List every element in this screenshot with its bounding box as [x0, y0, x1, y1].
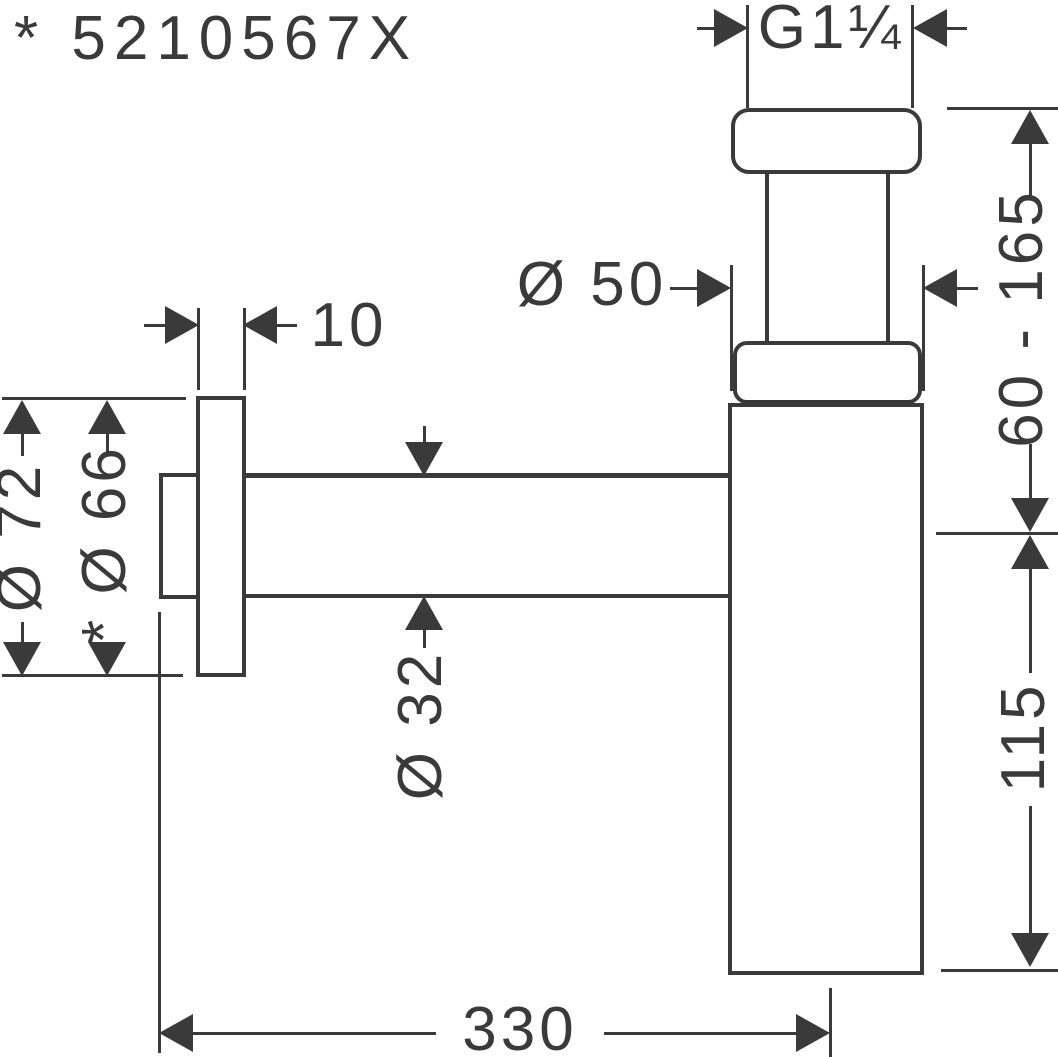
dim-flange-depth-arrow-left — [165, 306, 199, 344]
dim-thread-tail-right — [947, 26, 967, 30]
dim-projection-ext-right — [828, 988, 832, 1057]
dim-d66-arrow-up — [88, 400, 126, 434]
riser-pipe-right-edge — [886, 172, 890, 344]
dim-body-dia-ext-left — [729, 265, 733, 391]
dim-d72-arrow-down — [3, 642, 41, 676]
dim-flange-depth-arrow-right — [243, 306, 277, 344]
dim-body-dia-ext-right — [921, 265, 925, 391]
dim-projection-line-left — [193, 1031, 436, 1035]
dim-height-line-upper — [1028, 144, 1032, 198]
dim-projection-ext-left — [157, 612, 161, 1053]
dim-height-arrow-up — [1011, 110, 1049, 144]
dim-pipe-dia-tail-lower — [422, 630, 426, 648]
dim-pipe-dia-tail-upper — [422, 426, 426, 442]
dim-thread-ext-right — [910, 5, 914, 108]
part-number-label: * 5210567X — [14, 4, 419, 73]
dim-body-dia-label: Ø 50 — [516, 250, 668, 319]
dim-thread-arrow-right — [913, 9, 947, 47]
dim-projection-arrow-left — [159, 1014, 193, 1052]
horizontal-pipe-bottom-edge — [244, 593, 732, 598]
dim-drop-arrow-down — [1011, 933, 1049, 967]
dim-height-ref-centerline — [936, 531, 1058, 535]
dim-body-dia-arrow-left — [697, 269, 731, 307]
dim-flange-depth-tail-right — [277, 323, 297, 327]
dim-pipe-dia-arrow-up — [405, 596, 443, 630]
dim-d72-tail-upper — [20, 434, 24, 456]
dim-d72-label: Ø 72 — [0, 461, 54, 612]
horizontal-pipe-top-edge — [244, 473, 732, 478]
dim-flange-depth-ext-right — [242, 308, 246, 390]
dim-thread-arrow-left — [714, 9, 748, 47]
dim-pipe-dia-arrow-down — [405, 442, 443, 476]
riser-pipe-left-edge — [765, 172, 769, 344]
dim-projection-arrow-right — [796, 1014, 830, 1052]
dim-d66-label: * Ø 66 — [70, 444, 139, 644]
dim-drop-line-upper — [1028, 569, 1032, 673]
dim-height-label: 60 - 165 — [987, 188, 1056, 448]
dim-body-dia-arrow-right — [923, 269, 957, 307]
dim-body-dia-tail-right — [957, 286, 978, 290]
dim-pipe-dia-label: Ø 32 — [386, 649, 455, 801]
wall-flange — [196, 396, 246, 677]
dim-d72-tail-lower — [20, 622, 24, 642]
lower-nut — [733, 341, 922, 404]
dim-body-dia-tail-left — [670, 286, 697, 290]
dim-flange-depth-ext-left — [197, 308, 200, 390]
dim-thread-label: G1¼ — [757, 0, 905, 62]
dim-drop-line-lower — [1028, 806, 1032, 933]
dim-flange-depth-tail-left — [144, 323, 165, 327]
dim-height-line-lower — [1028, 444, 1032, 498]
dim-drop-arrow-up — [1011, 535, 1049, 569]
dim-d66-tail-upper — [105, 434, 109, 452]
trap-body — [728, 403, 924, 975]
dim-height-arrow-down — [1011, 498, 1049, 532]
dim-thread-tail-left — [697, 26, 714, 30]
dim-drop-label: 115 — [989, 681, 1058, 793]
dim-projection-line-right — [604, 1031, 796, 1035]
dim-drop-ext-bottom — [941, 968, 1058, 972]
dim-d66-arrow-down — [88, 642, 126, 676]
dim-d72-arrow-up — [3, 400, 41, 434]
dim-thread-ext-left — [745, 5, 749, 108]
wall-pipe-stub — [159, 473, 200, 599]
dim-projection-label: 330 — [462, 995, 578, 1057]
dim-flange-depth-label: 10 — [310, 291, 388, 360]
dim-flange-dia-ext-top — [2, 397, 186, 400]
dim-height-ext-top — [947, 106, 1058, 110]
upper-nut — [731, 108, 922, 174]
